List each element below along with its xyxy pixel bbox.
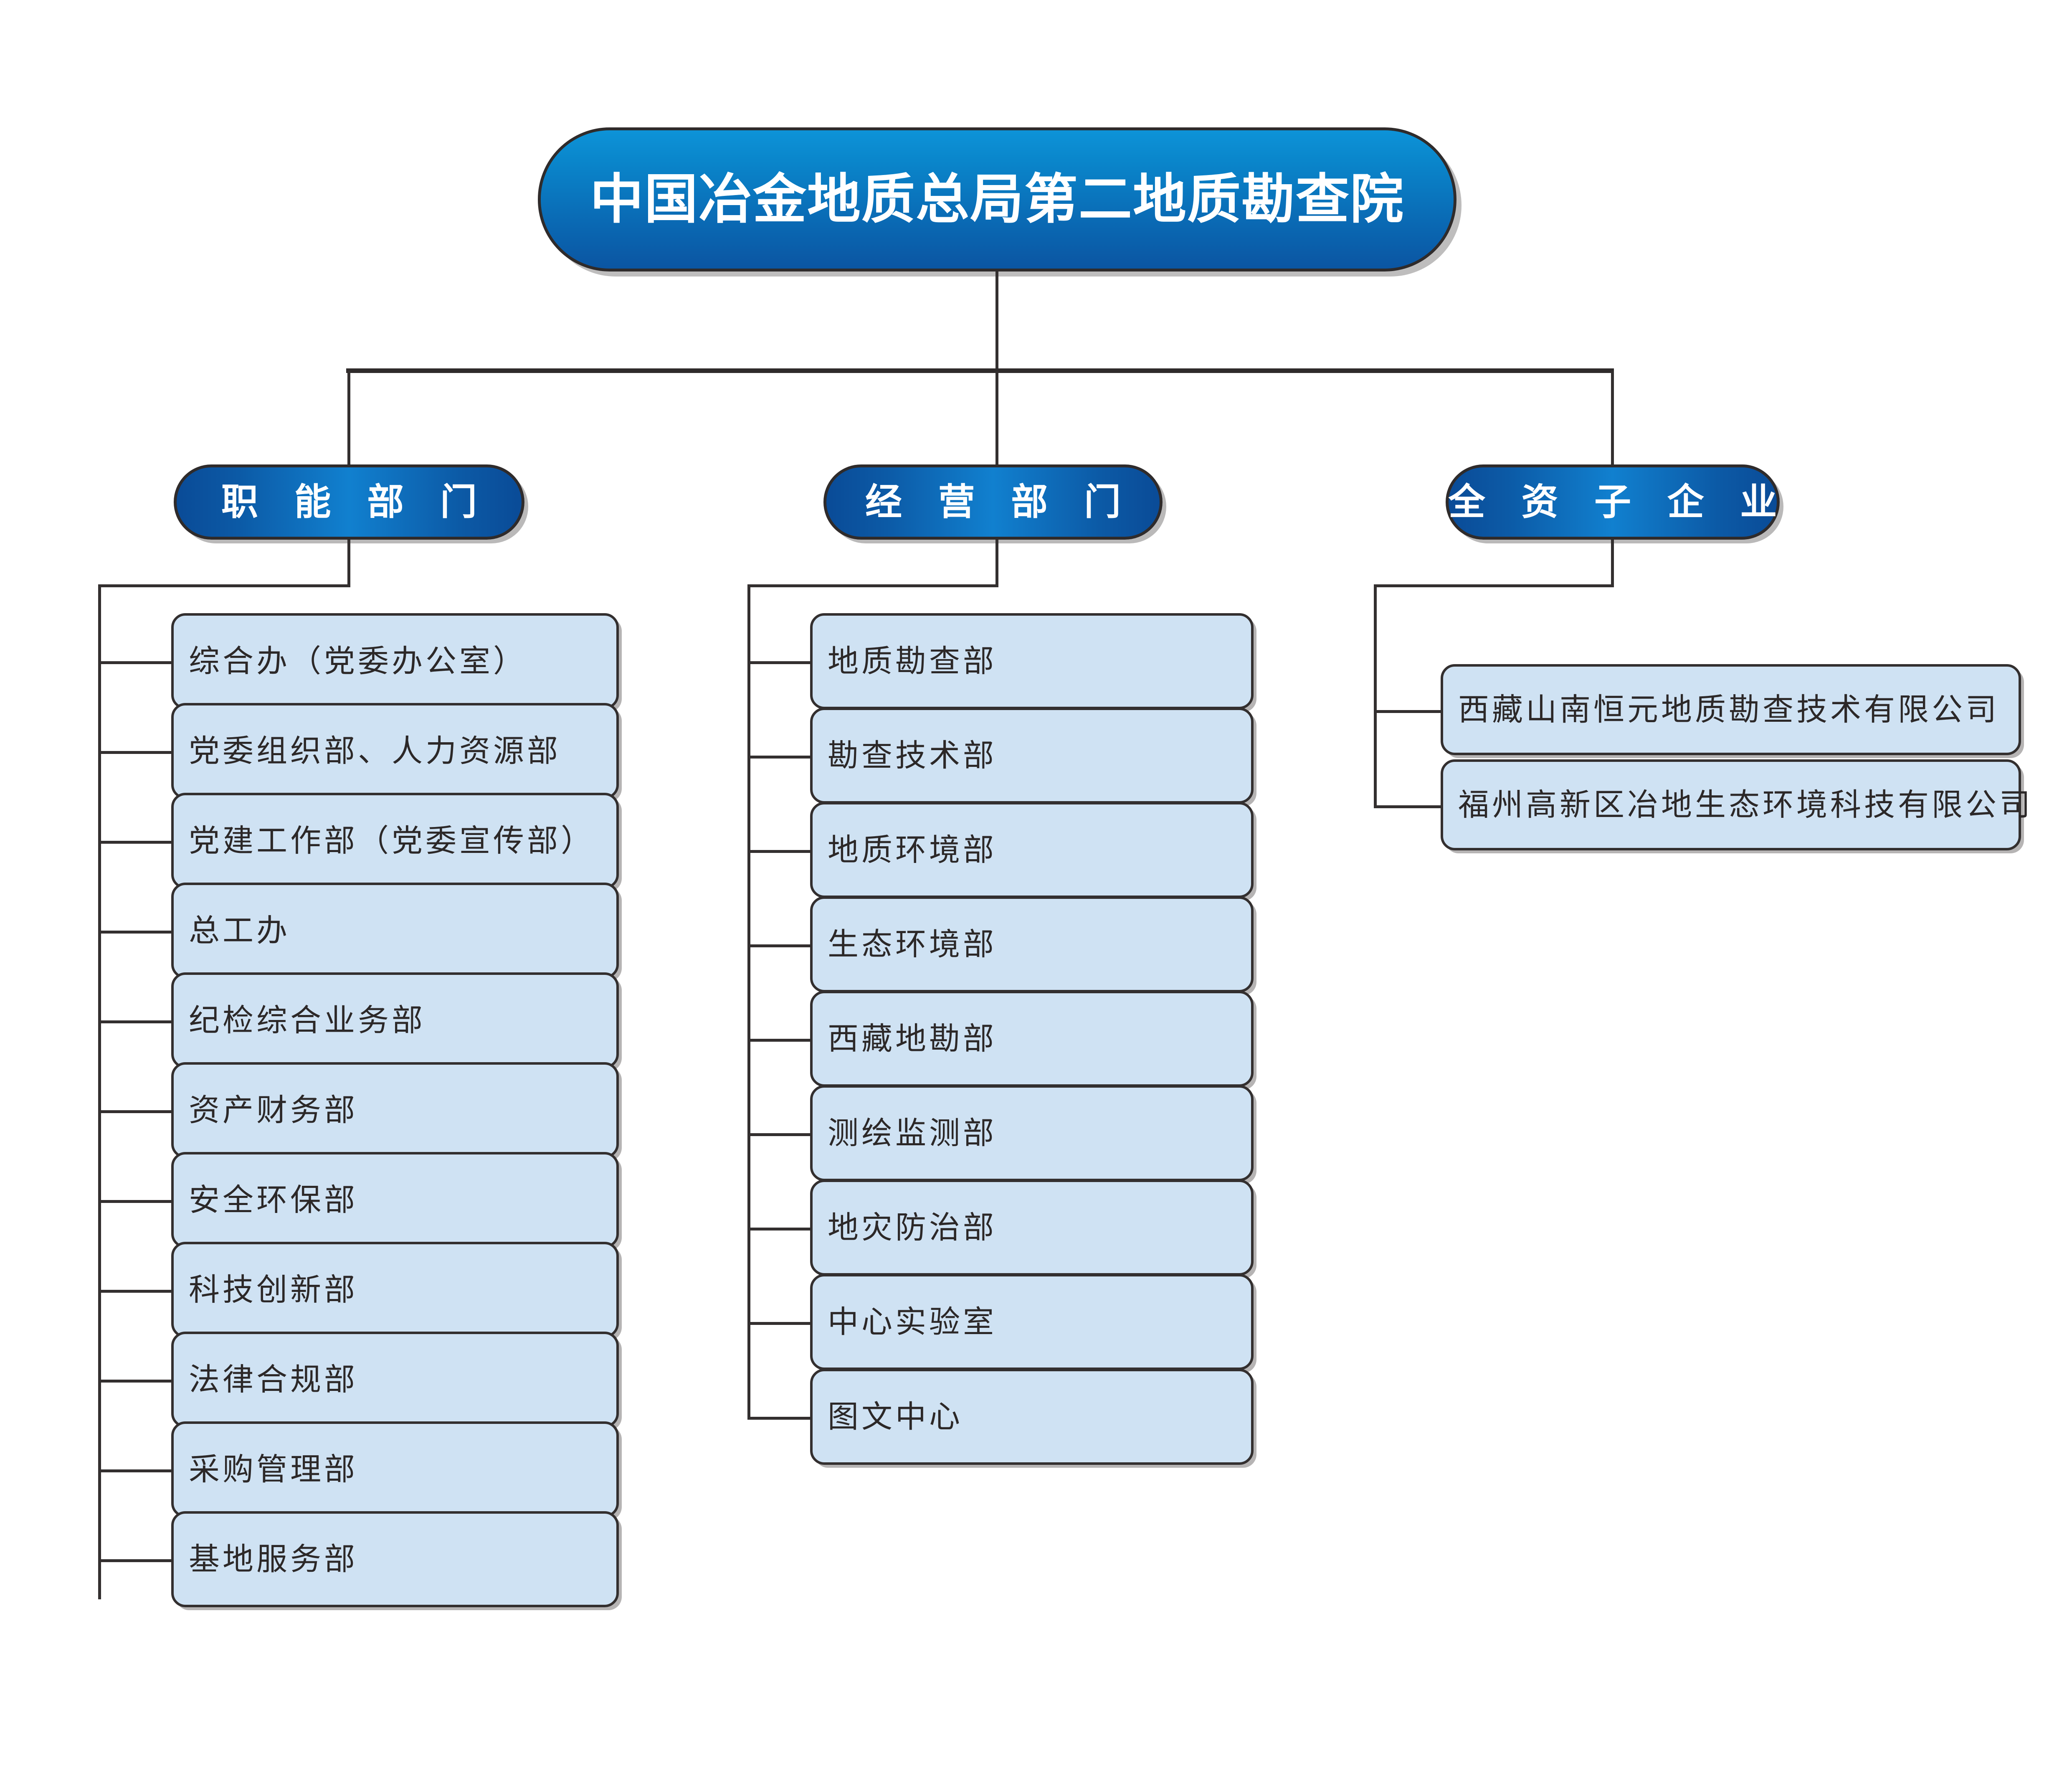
connector-stub — [98, 1020, 175, 1023]
connector-stub — [747, 1322, 813, 1325]
leaf-box-functional-6[interactable]: 安全环保部 — [171, 1152, 619, 1248]
connector-spine-functional — [98, 584, 101, 1599]
connector-stub — [747, 850, 813, 853]
leaf-label: 资产财务部 — [189, 1092, 358, 1128]
connector-drop-functional — [347, 371, 350, 466]
connector-stub — [747, 661, 813, 664]
leaf-label: 采购管理部 — [189, 1451, 358, 1487]
leaf-label: 西藏地勘部 — [828, 1021, 997, 1057]
root-node-institute[interactable]: 中国冶金地质总局第二地质勘查院 — [538, 127, 1456, 271]
leaf-label: 勘查技术部 — [828, 738, 997, 774]
leaf-box-business-5[interactable]: 测绘监测部 — [810, 1085, 1254, 1181]
connector-elbow-functional — [98, 584, 350, 587]
leaf-label: 中心实验室 — [828, 1304, 997, 1340]
leaf-box-business-8[interactable]: 图文中心 — [810, 1369, 1254, 1465]
leaf-label: 福州高新区冶地生态环境科技有限公司 — [1458, 787, 2033, 823]
leaf-box-functional-1[interactable]: 党委组织部、人力资源部 — [171, 703, 619, 799]
category-header-label: 职 能 部 门 — [221, 480, 489, 523]
connector-elbow-subsidiaries — [1374, 584, 1614, 587]
connector-elbow-business — [747, 584, 998, 587]
leaf-label: 地质勘查部 — [828, 643, 997, 679]
connector-drop-subsidiaries — [1611, 371, 1614, 466]
leaf-box-functional-8[interactable]: 法律合规部 — [171, 1332, 619, 1428]
root-node-label: 中国冶金地质总局第二地质勘查院 — [590, 168, 1404, 231]
leaf-box-business-2[interactable]: 地质环境部 — [810, 802, 1254, 898]
leaf-box-business-0[interactable]: 地质勘查部 — [810, 613, 1254, 709]
connector-stub — [747, 756, 813, 759]
leaf-box-subsidiary-0[interactable]: 西藏山南恒元地质勘查技术有限公司 — [1441, 664, 2021, 755]
connector-stub — [1374, 710, 1444, 713]
connector-stub — [98, 1559, 175, 1562]
leaf-label: 党委组织部、人力资源部 — [189, 733, 561, 769]
connector-stub — [747, 1039, 813, 1042]
leaf-box-business-7[interactable]: 中心实验室 — [810, 1274, 1254, 1370]
connector-spine-subsidiaries — [1374, 584, 1377, 808]
connector-stem-functional — [347, 540, 350, 587]
connector-stem-subsidiaries — [1611, 540, 1614, 587]
connector-stub — [98, 751, 175, 754]
leaf-label: 地质环境部 — [828, 832, 997, 868]
leaf-box-business-6[interactable]: 地灾防治部 — [810, 1180, 1254, 1276]
leaf-label: 生态环境部 — [828, 926, 997, 962]
leaf-box-functional-2[interactable]: 党建工作部（党委宣传部） — [171, 793, 619, 889]
leaf-box-subsidiary-1[interactable]: 福州高新区冶地生态环境科技有限公司 — [1441, 759, 2030, 850]
connector-drop-business — [995, 371, 998, 466]
connector-stub — [747, 944, 813, 947]
leaf-box-functional-3[interactable]: 总工办 — [171, 883, 619, 979]
connector-stub — [98, 841, 175, 844]
connector-stub — [98, 931, 175, 934]
connector-stub — [98, 1469, 175, 1472]
category-header-subsidiaries[interactable]: 全 资 子 企 业 — [1446, 464, 1780, 540]
leaf-box-functional-7[interactable]: 科技创新部 — [171, 1242, 619, 1338]
leaf-label: 图文中心 — [828, 1399, 963, 1435]
category-header-functional[interactable]: 职 能 部 门 — [174, 464, 524, 540]
connector-root-stem — [995, 271, 998, 371]
leaf-label: 地灾防治部 — [828, 1210, 997, 1246]
connector-stem-business — [995, 540, 998, 587]
leaf-label: 综合办（党委办公室） — [189, 643, 527, 679]
connector-spine-business — [747, 584, 750, 1420]
leaf-label: 基地服务部 — [189, 1541, 358, 1577]
connector-stub — [747, 1228, 813, 1231]
leaf-box-business-4[interactable]: 西藏地勘部 — [810, 991, 1254, 1087]
connector-stub — [98, 661, 175, 664]
connector-stub — [1374, 805, 1444, 808]
leaf-label: 科技创新部 — [189, 1272, 358, 1308]
connector-stub — [98, 1200, 175, 1203]
leaf-label: 测绘监测部 — [828, 1115, 997, 1151]
leaf-box-business-3[interactable]: 生态环境部 — [810, 896, 1254, 992]
leaf-label: 西藏山南恒元地质勘查技术有限公司 — [1458, 692, 1999, 728]
leaf-box-functional-4[interactable]: 纪检综合业务部 — [171, 972, 619, 1068]
category-header-business[interactable]: 经 营 部 门 — [823, 464, 1163, 540]
leaf-label: 纪检综合业务部 — [189, 1002, 426, 1038]
connector-stub — [98, 1290, 175, 1293]
leaf-label: 党建工作部（党委宣传部） — [189, 823, 595, 859]
leaf-label: 法律合规部 — [189, 1362, 358, 1398]
leaf-box-functional-0[interactable]: 综合办（党委办公室） — [171, 613, 619, 709]
category-header-label: 经 营 部 门 — [865, 480, 1132, 523]
connector-stub — [747, 1417, 813, 1420]
leaf-box-functional-9[interactable]: 采购管理部 — [171, 1421, 619, 1517]
connector-top-bus — [346, 368, 1614, 373]
connector-stub — [98, 1380, 175, 1383]
category-header-label: 全 资 子 企 业 — [1448, 480, 1789, 523]
leaf-label: 安全环保部 — [189, 1182, 358, 1218]
leaf-label: 总工办 — [189, 913, 290, 949]
connector-stub — [98, 1110, 175, 1113]
leaf-box-business-1[interactable]: 勘查技术部 — [810, 708, 1254, 804]
connector-stub — [747, 1133, 813, 1136]
leaf-box-functional-10[interactable]: 基地服务部 — [171, 1511, 619, 1607]
leaf-box-functional-5[interactable]: 资产财务部 — [171, 1062, 619, 1158]
